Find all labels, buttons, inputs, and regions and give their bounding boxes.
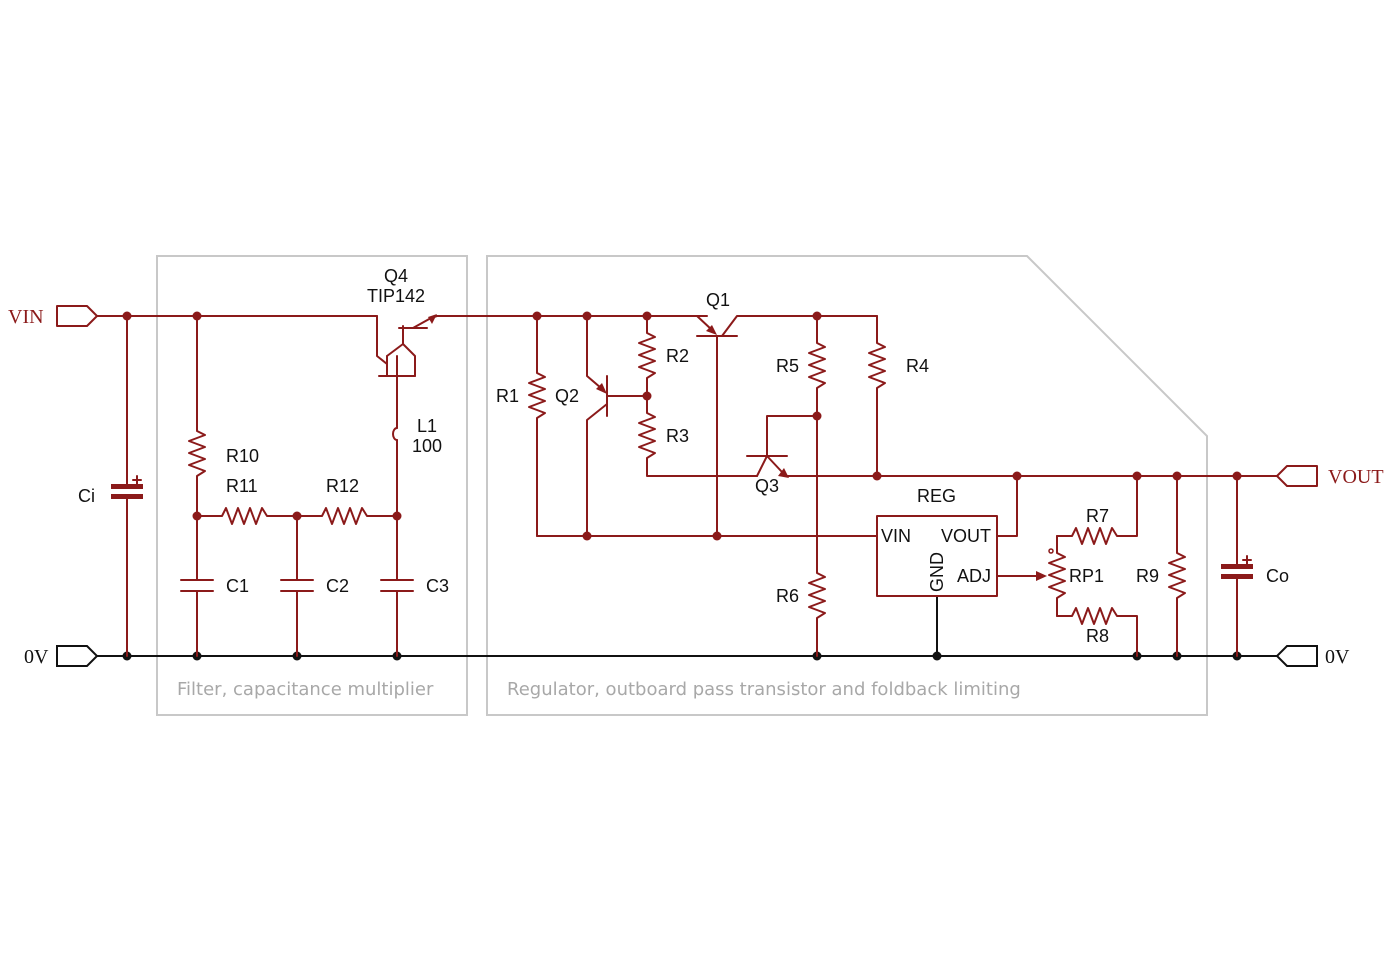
reg-pin-vout: VOUT (941, 526, 991, 546)
ci-label: Ci (78, 486, 95, 506)
q4-label: Q4 (384, 266, 408, 286)
transistor-q1: Q1 (696, 290, 818, 537)
r8-label: R8 (1086, 626, 1109, 646)
reg-pin-gnd: GND (927, 552, 947, 592)
transistor-q2: Q2 (555, 315, 648, 537)
r4-label: R4 (906, 356, 929, 376)
transistor-q4: Q4 TIP142 (367, 266, 538, 377)
resistor-r8: R8 (1056, 607, 1138, 657)
c2-label: C2 (326, 576, 349, 596)
vin-port: VIN (8, 305, 98, 328)
capacitor-co: Co (1221, 475, 1289, 657)
capacitor-c3: C3 (380, 515, 449, 657)
resistor-r3: R3 (638, 395, 758, 477)
r7-label: R7 (1086, 506, 1109, 526)
c3-label: C3 (426, 576, 449, 596)
q2-label: Q2 (555, 386, 579, 406)
resistor-r7: R7 (1056, 475, 1138, 545)
filter-group-box (156, 255, 468, 716)
r9-label: R9 (1136, 566, 1159, 586)
capacitor-ci: Ci (78, 315, 143, 657)
adj-arrow (1036, 571, 1047, 581)
transistor-q3: Q3 (746, 455, 1018, 496)
q1-label: Q1 (706, 290, 730, 310)
r3-label: R3 (666, 426, 689, 446)
gnd-port-left-label: 0V (24, 646, 49, 668)
r11-label: R11 (226, 476, 258, 496)
filter-group-label: Filter, capacitance multiplier (177, 679, 434, 700)
regulator-group-box (486, 255, 1208, 716)
resistor-r11: R11 (196, 476, 298, 525)
q3-label: Q3 (755, 476, 779, 496)
gnd-port-right-label: 0V (1325, 646, 1350, 668)
r1-label: R1 (496, 386, 519, 406)
r2-label: R2 (666, 346, 689, 366)
reg-label: REG (917, 486, 956, 506)
r5-label: R5 (776, 356, 799, 376)
r10-label: R10 (226, 446, 259, 466)
resistor-r10: R10 (188, 315, 259, 517)
resistor-r4: R4 (868, 315, 929, 477)
c1-label: C1 (226, 576, 249, 596)
regulator-reg: REG VIN VOUT ADJ GND (876, 486, 998, 597)
regulator-group-label: Regulator, outboard pass transistor and … (507, 679, 1021, 700)
co-label: Co (1266, 566, 1289, 586)
rp1-label: RP1 (1069, 566, 1104, 586)
vin-port-label: VIN (8, 306, 44, 328)
vout-port: VOUT (1276, 465, 1384, 488)
resistor-r12: R12 (296, 476, 398, 525)
reg-pin-adj: ADJ (957, 566, 991, 586)
resistor-r2: R2 (638, 315, 689, 397)
r6-label: R6 (776, 586, 799, 606)
capacitor-c2: C2 (280, 515, 349, 657)
reg-pin-vin: VIN (881, 526, 911, 546)
q4-part-label: TIP142 (367, 286, 425, 306)
l1-value: 100 (412, 436, 442, 456)
vout-port-label: VOUT (1328, 466, 1384, 488)
gnd-port-right: 0V (1275, 645, 1350, 668)
resistor-r6: R6 (776, 415, 826, 657)
gnd-port-left: 0V (24, 645, 99, 668)
resistor-r5: R5 (776, 315, 826, 417)
l1-label: L1 (417, 416, 437, 436)
reg-vout-wire (996, 475, 1018, 537)
resistor-r1: R1 (496, 315, 546, 537)
capacitor-c1: C1 (180, 515, 249, 657)
r12-label: R12 (326, 476, 359, 496)
potentiometer-rp1: RP1 (1048, 535, 1104, 617)
inductor-l1: L1 100 (392, 375, 442, 517)
resistor-r9: R9 (1136, 475, 1186, 657)
